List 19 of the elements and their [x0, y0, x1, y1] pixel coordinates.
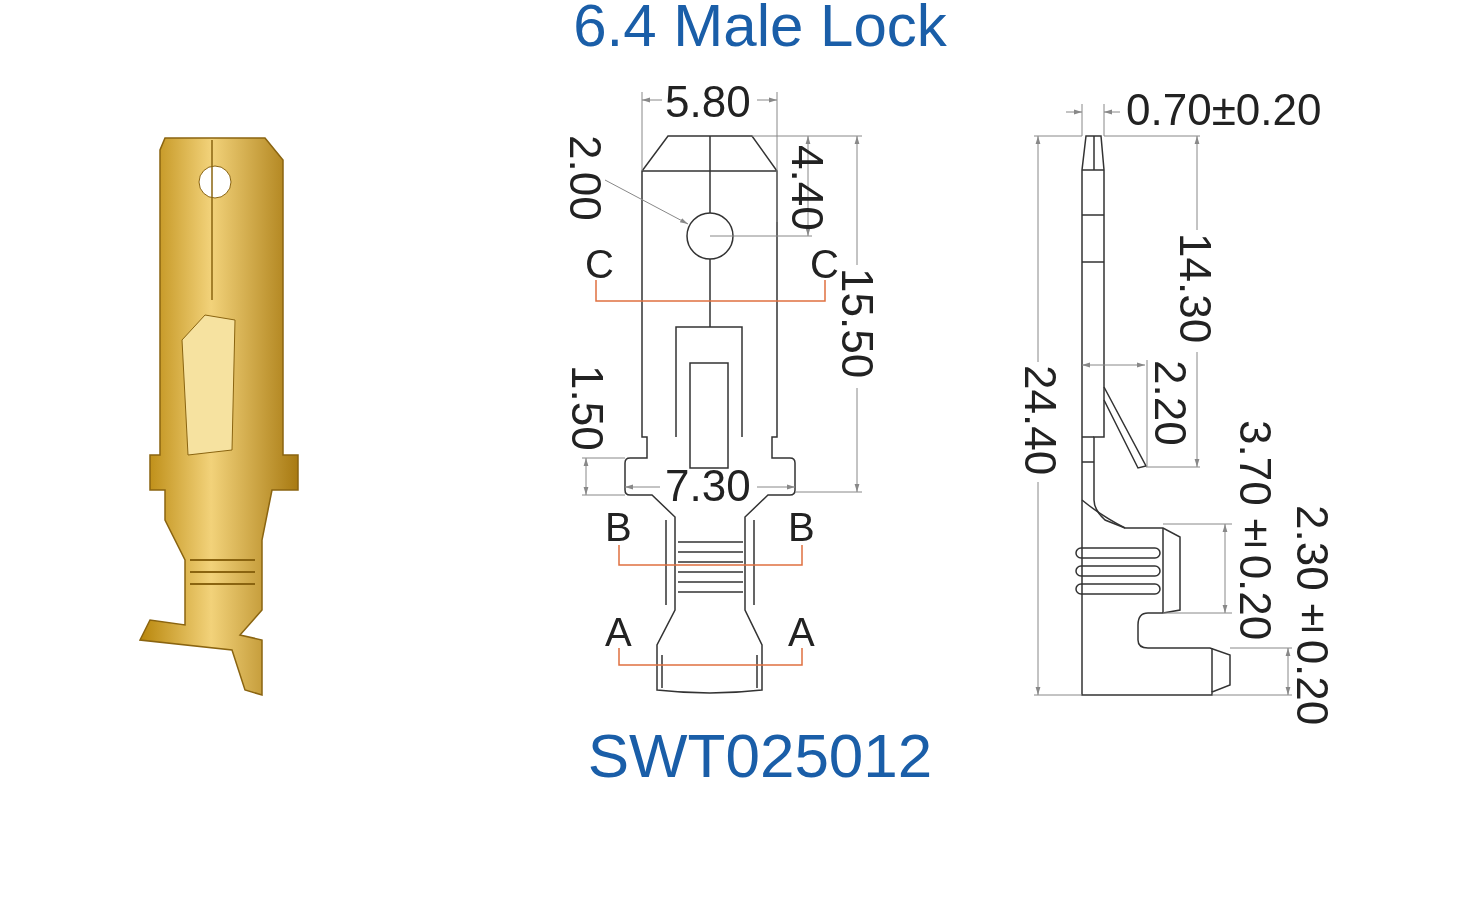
section-marker: B: [788, 507, 815, 547]
dimension-value: 24.40: [1018, 365, 1062, 476]
section-marker: C: [810, 244, 839, 284]
dimension-value: 14.30: [1173, 233, 1217, 344]
dimension-value: 1.50: [565, 365, 609, 451]
dimension-value: 5.80: [665, 80, 751, 124]
dimension-value: 2.20: [1148, 360, 1192, 446]
dimension-value: 2.00: [563, 135, 607, 221]
section-marker: C: [585, 244, 614, 284]
section-marker: B: [605, 507, 632, 547]
section-marker: A: [788, 612, 815, 652]
dimension-value: 3.70±0.20: [1233, 420, 1277, 641]
dimension-value: 7.30: [665, 464, 751, 508]
dimension-value: 2.30±0.20: [1290, 505, 1334, 726]
section-marker: A: [605, 612, 632, 652]
dimension-value: 0.70±0.20: [1126, 88, 1322, 132]
dimension-value: 4.40: [785, 145, 829, 231]
part-number: SWT025012: [587, 725, 933, 787]
title: 6.4 Male Lock: [573, 0, 947, 56]
